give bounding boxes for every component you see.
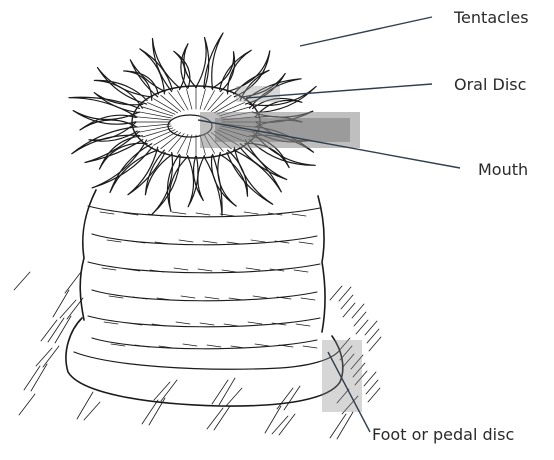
column-fold xyxy=(88,206,320,217)
column-shading xyxy=(179,240,193,242)
column-shading xyxy=(107,240,121,242)
column-shading xyxy=(248,322,262,324)
column-shading xyxy=(251,240,265,242)
ground-hatch xyxy=(154,382,170,400)
tentacle-stroke xyxy=(152,153,180,215)
column-shading xyxy=(181,296,195,298)
column-shading xyxy=(294,270,308,272)
ground-hatch xyxy=(330,286,342,300)
column-shading xyxy=(198,269,212,271)
tentacle-stroke xyxy=(194,156,205,201)
column-shading xyxy=(231,346,245,348)
column-fold xyxy=(92,234,317,245)
oral-disc-ridge xyxy=(139,112,171,118)
oral-disc-ridge xyxy=(137,117,171,120)
tentacle-stroke xyxy=(152,39,180,92)
column-shading xyxy=(227,242,241,244)
ground-hatch xyxy=(24,366,40,390)
column-fold xyxy=(92,290,317,301)
column-shading xyxy=(296,324,310,326)
ground-hatch xyxy=(277,388,293,409)
ground-hatch xyxy=(142,400,158,424)
oral-disc-ridge xyxy=(200,89,205,109)
column-shading xyxy=(176,322,190,324)
column-shading xyxy=(301,298,315,300)
oral-disc-label: Oral Disc xyxy=(454,75,526,94)
ground-hatch xyxy=(272,416,288,434)
anemone-column xyxy=(66,190,343,406)
column-shading xyxy=(205,297,219,299)
ground-hatch xyxy=(226,388,242,406)
tentacle-stroke xyxy=(220,150,248,196)
column-shading xyxy=(183,344,197,346)
oral-disc-ridge xyxy=(137,124,171,127)
column-shading xyxy=(303,346,317,348)
column-shading xyxy=(222,270,236,272)
ground-hatch xyxy=(265,406,281,433)
oral-disc-ridge xyxy=(187,135,192,155)
column-shading xyxy=(244,212,258,214)
column-shading xyxy=(255,344,269,346)
ground-hatch xyxy=(41,320,57,341)
tentacle-stroke xyxy=(187,156,198,207)
column-shading xyxy=(174,268,188,270)
column-shading xyxy=(229,298,243,300)
tentacle-stroke xyxy=(204,154,222,215)
ground-hatch xyxy=(207,408,223,429)
mouth-label: Mouth xyxy=(478,160,528,179)
column-fold xyxy=(88,262,320,273)
oral-disc-ridge xyxy=(177,91,188,110)
column-shading xyxy=(207,345,221,347)
ground-hatch xyxy=(65,272,81,293)
ground-hatch xyxy=(36,348,52,366)
column-shading xyxy=(224,324,238,326)
tentacles-leader xyxy=(300,17,432,46)
ground-hatch xyxy=(60,300,76,318)
column-shading xyxy=(172,212,186,214)
oral-disc-ridge xyxy=(139,126,171,132)
ground-hatch xyxy=(330,414,346,438)
column-shading xyxy=(253,296,267,298)
column-shading xyxy=(196,213,210,215)
ground-hatch xyxy=(212,380,228,404)
oral-disc-ridge xyxy=(204,91,215,110)
ground-hatch xyxy=(77,392,93,419)
ground-hatch xyxy=(84,402,100,420)
column-shading xyxy=(299,242,313,244)
ground-hatch xyxy=(19,394,35,415)
column-shading xyxy=(246,268,260,270)
column-shading xyxy=(104,322,118,324)
tentacles-label: Tentacles xyxy=(453,8,529,27)
foot-label: Foot or pedal disc xyxy=(372,425,514,444)
column-fold xyxy=(92,338,317,349)
column-shading xyxy=(100,212,114,214)
oral-disc-ridge xyxy=(187,89,192,109)
ground-hatch xyxy=(53,290,69,317)
column-shading xyxy=(102,268,116,270)
column-shading xyxy=(203,241,217,243)
ground-hatch xyxy=(14,272,30,290)
column-shading xyxy=(200,323,214,325)
mouth-illustration xyxy=(168,86,362,412)
tentacle-stroke xyxy=(212,52,235,92)
tentacle-stroke xyxy=(110,144,158,193)
column-shading xyxy=(292,214,306,216)
tentacle-stroke xyxy=(196,37,209,88)
